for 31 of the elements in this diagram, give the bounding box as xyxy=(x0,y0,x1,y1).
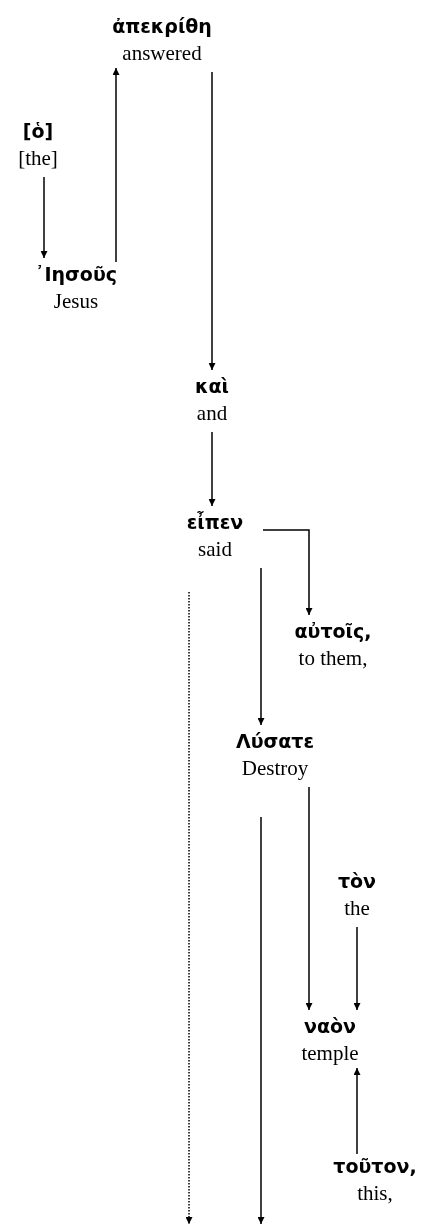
greek-word: ᾿Ιησοῦς xyxy=(34,262,117,287)
arrow xyxy=(353,1067,361,1155)
english-gloss: and xyxy=(196,400,228,426)
arrow xyxy=(305,786,313,1011)
arrow xyxy=(257,567,265,726)
greek-word: [ὁ] xyxy=(22,119,54,144)
greek-word: τὸν xyxy=(337,869,377,894)
greek-word: Λύσατε xyxy=(235,729,315,754)
arrow xyxy=(262,529,313,616)
greek-word: αὐτοῖς, xyxy=(294,619,372,644)
english-gloss: to them, xyxy=(298,645,368,671)
arrow xyxy=(208,71,216,371)
english-gloss: temple xyxy=(301,1040,359,1066)
greek-word: καὶ xyxy=(195,374,229,399)
english-gloss: Jesus xyxy=(53,288,99,314)
english-gloss: answered xyxy=(122,40,202,66)
arrow xyxy=(40,176,48,259)
english-gloss: said xyxy=(198,536,232,562)
english-gloss: Destroy xyxy=(241,755,309,781)
english-gloss: the xyxy=(344,895,370,921)
greek-word: ναὸν xyxy=(304,1014,356,1039)
greek-word: τοῦτον, xyxy=(333,1154,417,1179)
arrow xyxy=(257,816,265,1225)
english-gloss: this, xyxy=(357,1180,393,1206)
dotted-arrow xyxy=(185,591,193,1225)
arrow xyxy=(208,431,216,507)
english-gloss: [the] xyxy=(18,145,58,171)
greek-word: ἀπεκρίθη xyxy=(112,14,212,39)
arrow xyxy=(353,926,361,1011)
greek-word: εἶπεν xyxy=(186,510,244,535)
arrow xyxy=(112,67,120,263)
